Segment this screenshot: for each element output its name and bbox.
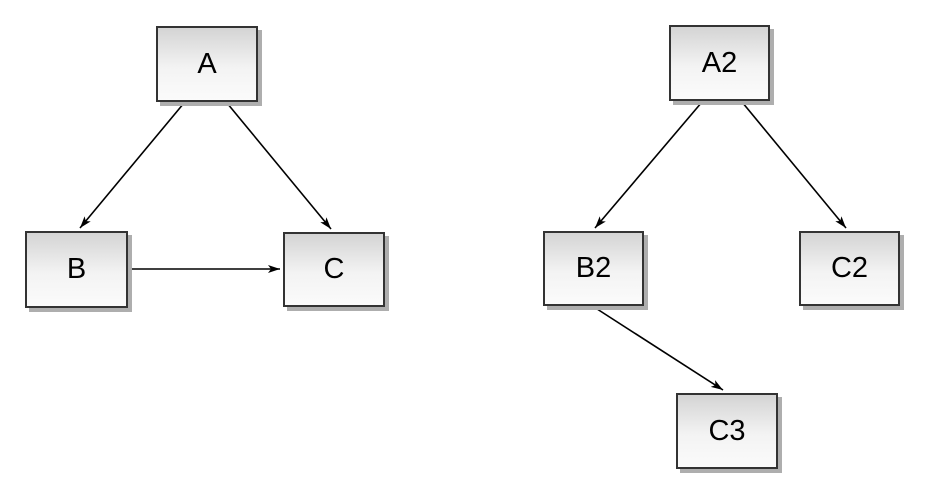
node-B[interactable]: B xyxy=(25,231,128,308)
node-C2[interactable]: C2 xyxy=(799,231,900,306)
edge-A2-B2[interactable] xyxy=(594,101,703,229)
node-label-B2: B2 xyxy=(575,252,612,284)
node-C3[interactable]: C3 xyxy=(676,393,778,469)
edge-A2-C2[interactable] xyxy=(741,101,847,229)
node-label-C2: C2 xyxy=(830,252,869,284)
node-label-A: A xyxy=(197,47,217,80)
node-label-A2: A2 xyxy=(701,46,738,79)
edge-A-C[interactable] xyxy=(226,102,332,230)
edge-B2-C3[interactable] xyxy=(593,306,724,391)
node-B2[interactable]: B2 xyxy=(543,231,644,306)
node-label-B: B xyxy=(66,253,87,285)
edge-A-B[interactable] xyxy=(79,102,185,229)
node-A[interactable]: A xyxy=(156,26,258,102)
node-A2[interactable]: A2 xyxy=(669,25,770,101)
node-label-C3: C3 xyxy=(708,414,746,447)
node-label-C: C xyxy=(323,253,345,285)
node-C[interactable]: C xyxy=(283,232,385,307)
